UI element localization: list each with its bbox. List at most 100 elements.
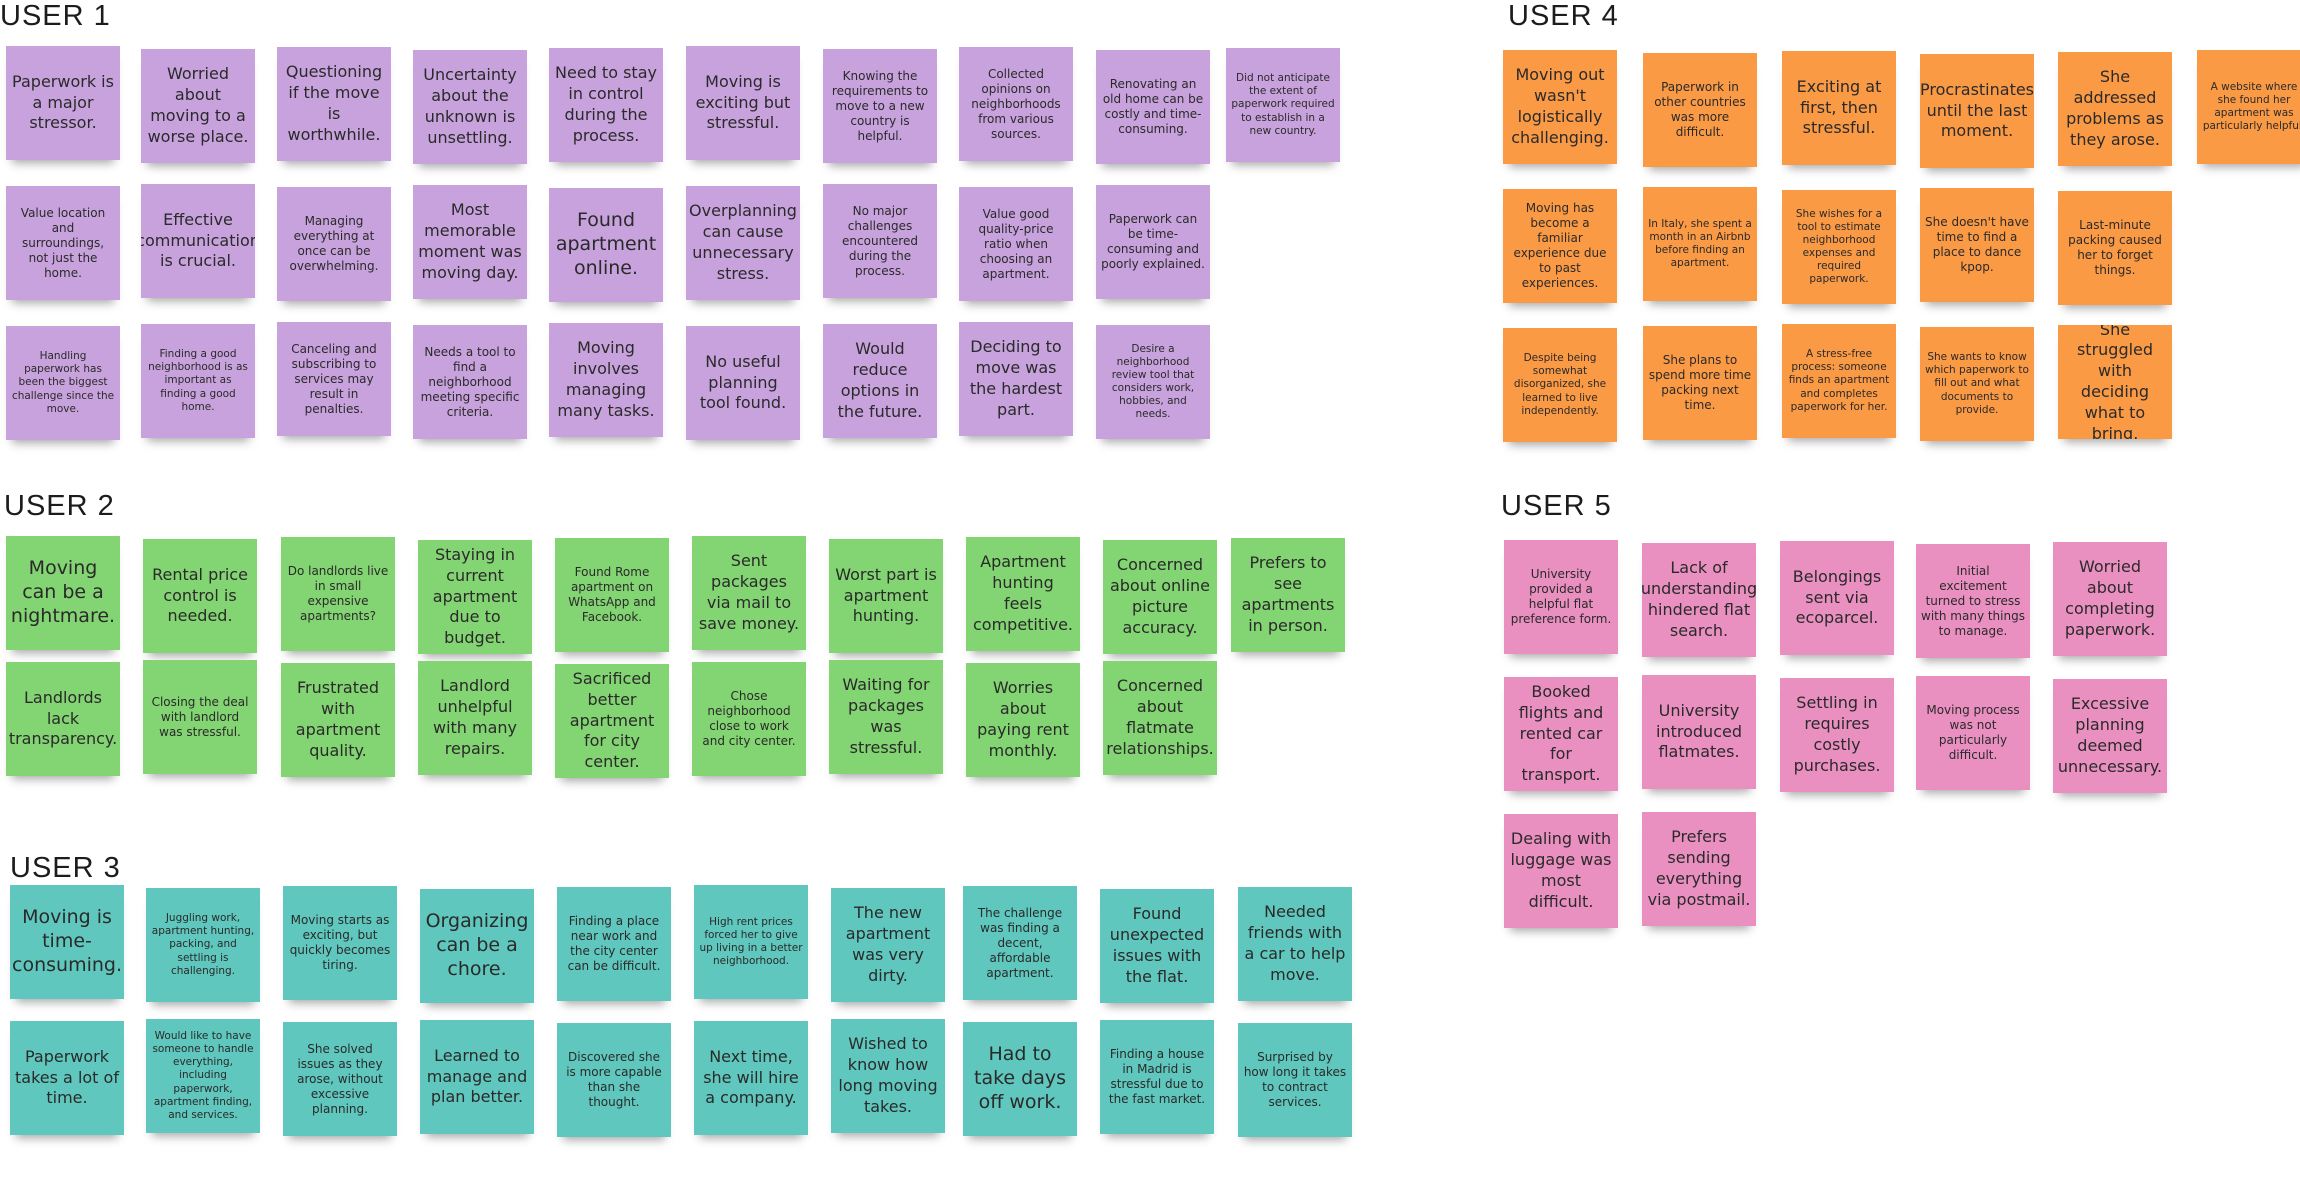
group-title: USER 2 bbox=[4, 490, 115, 522]
sticky-note[interactable]: University introduced flatmates. bbox=[1642, 675, 1756, 789]
sticky-note[interactable]: Effective communication is crucial. bbox=[141, 184, 255, 298]
sticky-note[interactable]: Moving process was not particularly diff… bbox=[1916, 676, 2030, 790]
sticky-note[interactable]: Knowing the requirements to move to a ne… bbox=[823, 49, 937, 163]
sticky-note[interactable]: Exciting at first, then stressful. bbox=[1782, 51, 1896, 165]
sticky-note[interactable]: Would reduce options in the future. bbox=[823, 324, 937, 438]
sticky-note[interactable]: Booked flights and rented car for transp… bbox=[1504, 677, 1618, 791]
sticky-note[interactable]: Would like to have someone to handle eve… bbox=[146, 1019, 260, 1133]
sticky-note[interactable]: High rent prices forced her to give up l… bbox=[694, 885, 808, 999]
sticky-note[interactable]: Moving out wasn't logistically challengi… bbox=[1503, 50, 1617, 164]
sticky-note[interactable]: Finding a good neighborhood is as import… bbox=[141, 324, 255, 438]
sticky-note[interactable]: Worst part is apartment hunting. bbox=[829, 539, 943, 653]
sticky-note[interactable]: Wished to know how long moving takes. bbox=[831, 1019, 945, 1133]
sticky-note[interactable]: Found apartment online. bbox=[549, 188, 663, 302]
sticky-note[interactable]: She addressed problems as they arose. bbox=[2058, 52, 2172, 166]
sticky-note[interactable]: Frustrated with apartment quality. bbox=[281, 663, 395, 777]
sticky-note[interactable]: Had to take days off work. bbox=[963, 1022, 1077, 1136]
sticky-note[interactable]: Desire a neighborhood review tool that c… bbox=[1096, 325, 1210, 439]
sticky-note[interactable]: She doesn't have time to find a place to… bbox=[1920, 188, 2034, 302]
group-title: USER 3 bbox=[10, 852, 121, 884]
sticky-note[interactable]: Found Rome apartment on WhatsApp and Fac… bbox=[555, 538, 669, 652]
sticky-note[interactable]: Found unexpected issues with the flat. bbox=[1100, 889, 1214, 1003]
sticky-note[interactable]: Moving is exciting but stressful. bbox=[686, 46, 800, 160]
sticky-note[interactable]: Settling in requires costly purchases. bbox=[1780, 678, 1894, 792]
sticky-note[interactable]: Did not anticipate the extent of paperwo… bbox=[1226, 48, 1340, 162]
sticky-note[interactable]: Closing the deal with landlord was stres… bbox=[143, 660, 257, 774]
sticky-note[interactable]: She solved issues as they arose, without… bbox=[283, 1022, 397, 1136]
sticky-note[interactable]: She wants to know which paperwork to fil… bbox=[1920, 327, 2034, 441]
sticky-note[interactable]: Excessive planning deemed unnecessary. bbox=[2053, 679, 2167, 793]
sticky-note[interactable]: Canceling and subscribing to services ma… bbox=[277, 322, 391, 436]
sticky-note[interactable]: Uncertainty about the unknown is unsettl… bbox=[413, 50, 527, 164]
sticky-note[interactable]: Finding a house in Madrid is stressful d… bbox=[1100, 1020, 1214, 1134]
sticky-note[interactable]: Moving starts as exciting, but quickly b… bbox=[283, 886, 397, 1000]
sticky-note[interactable]: Learned to manage and plan better. bbox=[420, 1020, 534, 1134]
sticky-note[interactable]: In Italy, she spent a month in an Airbnb… bbox=[1643, 187, 1757, 301]
sticky-note[interactable]: Moving can be a nightmare. bbox=[6, 536, 120, 650]
sticky-note[interactable]: Deciding to move was the hardest part. bbox=[959, 322, 1073, 436]
sticky-note[interactable]: A website where she found her apartment … bbox=[2197, 50, 2300, 164]
sticky-note[interactable]: Do landlords live in small expensive apa… bbox=[281, 537, 395, 651]
sticky-note[interactable]: Finding a place near work and the city c… bbox=[557, 887, 671, 1001]
sticky-note[interactable]: Handling paperwork has been the biggest … bbox=[6, 326, 120, 440]
sticky-note[interactable]: Paperwork can be time-consuming and poor… bbox=[1096, 185, 1210, 299]
sticky-note[interactable]: Staying in current apartment due to budg… bbox=[418, 540, 532, 654]
sticky-note[interactable]: Value location and surroundings, not jus… bbox=[6, 186, 120, 300]
sticky-note[interactable]: The new apartment was very dirty. bbox=[831, 888, 945, 1002]
sticky-note[interactable]: Surprised by how long it takes to contra… bbox=[1238, 1023, 1352, 1137]
sticky-note[interactable]: Concerned about flatmate relationships. bbox=[1103, 661, 1217, 775]
sticky-note[interactable]: Apartment hunting feels competitive. bbox=[966, 537, 1080, 651]
sticky-note[interactable]: Paperwork in other countries was more di… bbox=[1643, 53, 1757, 167]
sticky-note[interactable]: Overplanning can cause unnecessary stres… bbox=[686, 186, 800, 300]
sticky-note[interactable]: Renovating an old home can be costly and… bbox=[1096, 50, 1210, 164]
sticky-note[interactable]: Collected opinions on neighborhoods from… bbox=[959, 47, 1073, 161]
group-title: USER 4 bbox=[1508, 0, 1619, 32]
sticky-note[interactable]: Discovered she is more capable than she … bbox=[557, 1023, 671, 1137]
sticky-note[interactable]: Organizing can be a chore. bbox=[420, 889, 534, 1003]
sticky-note[interactable]: Lack of understanding hindered flat sear… bbox=[1642, 543, 1756, 657]
sticky-note[interactable]: Managing everything at once can be overw… bbox=[277, 187, 391, 301]
sticky-note[interactable]: Moving has become a familiar experience … bbox=[1503, 189, 1617, 303]
sticky-note[interactable]: Needs a tool to find a neighborhood meet… bbox=[413, 325, 527, 439]
sticky-note[interactable]: Rental price control is needed. bbox=[143, 539, 257, 653]
sticky-note[interactable]: Chose neighborhood close to work and cit… bbox=[692, 662, 806, 776]
sticky-note[interactable]: Worried about completing paperwork. bbox=[2053, 542, 2167, 656]
sticky-note[interactable]: Moving involves managing many tasks. bbox=[549, 323, 663, 437]
sticky-note[interactable]: Prefers to see apartments in person. bbox=[1231, 538, 1345, 652]
sticky-note[interactable]: Procrastinates until the last moment. bbox=[1920, 54, 2034, 168]
sticky-note[interactable]: Dealing with luggage was most difficult. bbox=[1504, 814, 1618, 928]
sticky-note[interactable]: Last-minute packing caused her to forget… bbox=[2058, 191, 2172, 305]
sticky-note[interactable]: Value good quality-price ratio when choo… bbox=[959, 187, 1073, 301]
sticky-note[interactable]: Paperwork is a major stressor. bbox=[6, 46, 120, 160]
sticky-note[interactable]: Concerned about online picture accuracy. bbox=[1103, 540, 1217, 654]
sticky-note[interactable]: No useful planning tool found. bbox=[686, 326, 800, 440]
sticky-note[interactable]: Despite being somewhat disorganized, she… bbox=[1503, 328, 1617, 442]
sticky-note[interactable]: Most memorable moment was moving day. bbox=[413, 185, 527, 299]
sticky-note[interactable]: Waiting for packages was stressful. bbox=[829, 660, 943, 774]
sticky-note[interactable]: Landlords lack transparency. bbox=[6, 662, 120, 776]
sticky-note[interactable]: The challenge was finding a decent, affo… bbox=[963, 886, 1077, 1000]
group-title: USER 5 bbox=[1501, 490, 1612, 522]
sticky-note[interactable]: Juggling work, apartment hunting, packin… bbox=[146, 888, 260, 1002]
sticky-note[interactable]: No major challenges encountered during t… bbox=[823, 184, 937, 298]
sticky-note[interactable]: Initial excitement turned to stress with… bbox=[1916, 544, 2030, 658]
sticky-note[interactable]: Landlord unhelpful with many repairs. bbox=[418, 661, 532, 775]
sticky-note[interactable]: Paperwork takes a lot of time. bbox=[10, 1021, 124, 1135]
sticky-note[interactable]: Worried about moving to a worse place. bbox=[141, 49, 255, 163]
sticky-note[interactable]: University provided a helpful flat prefe… bbox=[1504, 540, 1618, 654]
sticky-note[interactable]: She plans to spend more time packing nex… bbox=[1643, 326, 1757, 440]
sticky-note[interactable]: A stress-free process: someone finds an … bbox=[1782, 324, 1896, 438]
sticky-note[interactable]: She wishes for a tool to estimate neighb… bbox=[1782, 190, 1896, 304]
group-title: USER 1 bbox=[0, 0, 111, 32]
sticky-note[interactable]: Questioning if the move is worthwhile. bbox=[277, 47, 391, 161]
sticky-note[interactable]: Sacrificed better apartment for city cen… bbox=[555, 664, 669, 778]
sticky-note[interactable]: Sent packages via mail to save money. bbox=[692, 536, 806, 650]
sticky-note[interactable]: She struggled with deciding what to brin… bbox=[2058, 325, 2172, 439]
sticky-note[interactable]: Next time, she will hire a company. bbox=[694, 1021, 808, 1135]
sticky-note[interactable]: Belongings sent via ecoparcel. bbox=[1780, 541, 1894, 655]
sticky-note[interactable]: Moving is time-consuming. bbox=[10, 885, 124, 999]
sticky-note[interactable]: Prefers sending everything via postmail. bbox=[1642, 812, 1756, 926]
sticky-note[interactable]: Needed friends with a car to help move. bbox=[1238, 887, 1352, 1001]
sticky-note[interactable]: Worries about paying rent monthly. bbox=[966, 663, 1080, 777]
sticky-note[interactable]: Need to stay in control during the proce… bbox=[549, 48, 663, 162]
